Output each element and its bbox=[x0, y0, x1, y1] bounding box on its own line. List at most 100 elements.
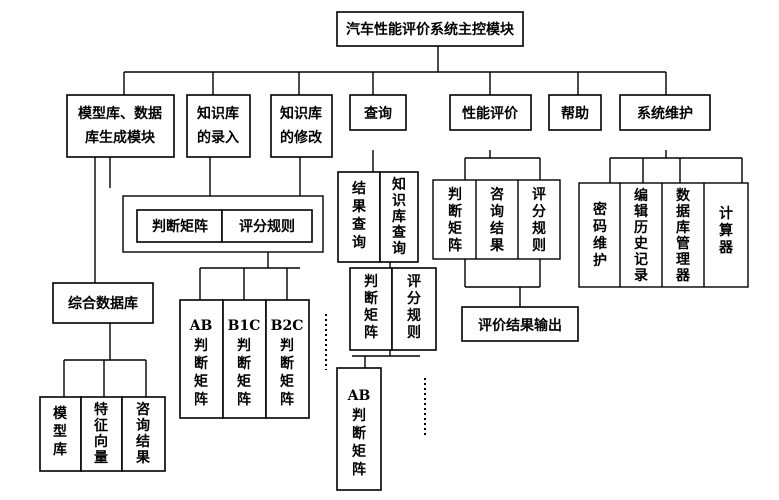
query-sub-group: 结 果 查 询 知 识 库 查 询 bbox=[337, 171, 419, 263]
sm-history-c5: 录 bbox=[634, 268, 648, 284]
sm-history-c2: 历 bbox=[634, 220, 648, 236]
matrix-ab-c2: 断 bbox=[194, 355, 208, 372]
matrix-ab-c1: 判 bbox=[194, 337, 208, 354]
sm-password-c2: 维 bbox=[593, 235, 607, 252]
q-kb-c0: 知 bbox=[392, 176, 406, 193]
q-kb-c3: 查 bbox=[392, 224, 407, 241]
idb-model-c2: 库 bbox=[53, 441, 67, 458]
pe-judge-c0: 判 bbox=[448, 186, 462, 203]
idb-model-c1: 型 bbox=[53, 423, 67, 440]
idb-result-c0: 咨 bbox=[136, 401, 150, 418]
pe-rules-c0: 评 bbox=[532, 187, 546, 203]
sm-calc-c0: 计 bbox=[719, 205, 733, 222]
matrix-b1c-c4: 阵 bbox=[237, 391, 251, 408]
kq-ab-c4: 阵 bbox=[352, 461, 366, 478]
pe-rules-c2: 规 bbox=[532, 221, 546, 237]
eval-output-label: 评价结果输出 bbox=[478, 317, 562, 334]
module-query-label: 查询 bbox=[364, 105, 392, 122]
sm-password-c1: 码 bbox=[593, 219, 607, 235]
pe-judge-c3: 阵 bbox=[448, 237, 462, 254]
integrated-db-label: 综合数据库 bbox=[68, 295, 138, 312]
pe-consult-c0: 咨 bbox=[490, 186, 504, 203]
module-sys-maint-label: 系统维护 bbox=[637, 105, 693, 122]
idb-feature-c1: 征 bbox=[94, 417, 108, 434]
pe-judge-c2: 矩 bbox=[448, 220, 462, 237]
kb-query-sub-group: 判 断 矩 阵 评 分 规 则 bbox=[349, 267, 437, 351]
integrated-db: 综合数据库 bbox=[52, 282, 154, 324]
sm-dbmgr-c5: 器 bbox=[675, 268, 691, 284]
connectors bbox=[63, 46, 743, 438]
idb-result-c2: 结 bbox=[136, 433, 150, 450]
pe-consult-c2: 结 bbox=[490, 220, 504, 237]
sm-history-c3: 史 bbox=[634, 236, 649, 252]
module-perf-eval-label: 性能评价 bbox=[462, 105, 519, 122]
pe-rules-c3: 则 bbox=[532, 237, 546, 254]
kb-query-ab-matrix: AB 判 断 矩 阵 bbox=[336, 367, 382, 491]
module-model-db-line1: 模型库、数据 bbox=[78, 105, 162, 122]
matrix-ab-c0: AB bbox=[189, 318, 213, 334]
module-kb-entry: 知识库 的录入 bbox=[186, 94, 251, 158]
matrix-b1c-c2: 断 bbox=[237, 355, 251, 372]
kq-rules-c3: 则 bbox=[407, 324, 421, 341]
sm-history-c1: 辑 bbox=[634, 203, 648, 220]
kb-matrices-group: AB 判 断 矩 阵 B1C 判 断 矩 阵 B2C 判 断 矩 阵 bbox=[179, 299, 310, 419]
kq-ab-c0: AB bbox=[347, 388, 371, 404]
q-kb-c4: 询 bbox=[392, 240, 406, 257]
kq-rules-c0: 评 bbox=[407, 274, 421, 290]
module-perf-eval: 性能评价 bbox=[449, 94, 532, 131]
matrix-b2c-c3: 矩 bbox=[280, 373, 294, 390]
sm-dbmgr-c4: 理 bbox=[676, 252, 690, 268]
sm-dbmgr-c1: 据 bbox=[676, 203, 690, 220]
idb-feature-c3: 量 bbox=[94, 450, 108, 466]
module-kb-modify: 知识库 的修改 bbox=[270, 94, 333, 158]
kb-sub-group: 判断矩阵 评分规则 bbox=[122, 195, 324, 253]
kq-ab-c2: 断 bbox=[352, 425, 366, 442]
sm-history-c4: 记 bbox=[634, 252, 648, 268]
module-help-label: 帮助 bbox=[561, 105, 589, 122]
kq-rules-c1: 分 bbox=[407, 291, 421, 307]
sm-password-c0: 密 bbox=[592, 201, 607, 218]
idb-feature-c0: 特 bbox=[94, 401, 108, 418]
matrix-ab-c4: 阵 bbox=[194, 391, 208, 408]
matrix-b2c-c4: 阵 bbox=[280, 391, 294, 408]
root-label: 汽车性能评价系统主控模块 bbox=[346, 21, 515, 38]
eval-output: 评价结果输出 bbox=[461, 306, 579, 342]
sm-dbmgr-c0: 数 bbox=[676, 187, 691, 204]
sm-history-c0: 编 bbox=[634, 187, 648, 204]
module-sys-maint: 系统维护 bbox=[619, 94, 711, 131]
idb-result-c3: 果 bbox=[135, 450, 151, 466]
idb-feature-c2: 向 bbox=[94, 433, 108, 450]
perf-sub-group: 判 断 矩 阵 咨 询 结 果 评 分 规 则 bbox=[432, 179, 561, 260]
module-model-db: 模型库、数据 库生成模块 bbox=[66, 94, 175, 158]
kq-rules-c2: 规 bbox=[407, 308, 421, 324]
matrix-ab-c3: 矩 bbox=[194, 373, 208, 390]
matrix-b1c-c1: 判 bbox=[237, 337, 251, 354]
kq-ab-c1: 判 bbox=[352, 407, 366, 424]
module-kb-entry-line2: 的录入 bbox=[197, 129, 239, 146]
sm-dbmgr-c3: 管 bbox=[676, 235, 690, 252]
kq-judge-c3: 阵 bbox=[364, 324, 378, 341]
sm-dbmgr-c2: 库 bbox=[676, 219, 690, 236]
module-model-db-line2: 库生成模块 bbox=[85, 129, 156, 146]
q-kb-c2: 库 bbox=[392, 208, 406, 225]
module-help: 帮助 bbox=[548, 94, 602, 131]
pe-consult-c3: 果 bbox=[489, 238, 505, 254]
kb-scoring-rules-label: 评分规则 bbox=[239, 218, 295, 235]
q-result-c2: 查 bbox=[352, 216, 367, 233]
integrated-db-sub-group: 模 型 库 特 征 向 量 咨 询 结 果 bbox=[39, 396, 166, 472]
root-node: 汽车性能评价系统主控模块 bbox=[336, 11, 524, 47]
idb-model-c0: 模 bbox=[53, 405, 68, 422]
module-query: 查询 bbox=[349, 94, 407, 131]
kq-judge-c0: 判 bbox=[364, 273, 378, 290]
q-result-c1: 果 bbox=[351, 199, 367, 215]
idb-result-c1: 询 bbox=[136, 417, 150, 434]
sm-calc-c1: 算 bbox=[719, 222, 733, 239]
pe-rules-c1: 分 bbox=[532, 204, 546, 220]
kb-judge-matrix-label: 判断矩阵 bbox=[152, 218, 208, 235]
module-kb-modify-line2: 的修改 bbox=[280, 129, 323, 146]
module-kb-entry-line1: 知识库 bbox=[197, 105, 239, 122]
sm-password-c3: 护 bbox=[593, 252, 607, 269]
sm-calc-c2: 器 bbox=[718, 240, 734, 256]
matrix-b1c-c0: B1C bbox=[228, 318, 261, 334]
